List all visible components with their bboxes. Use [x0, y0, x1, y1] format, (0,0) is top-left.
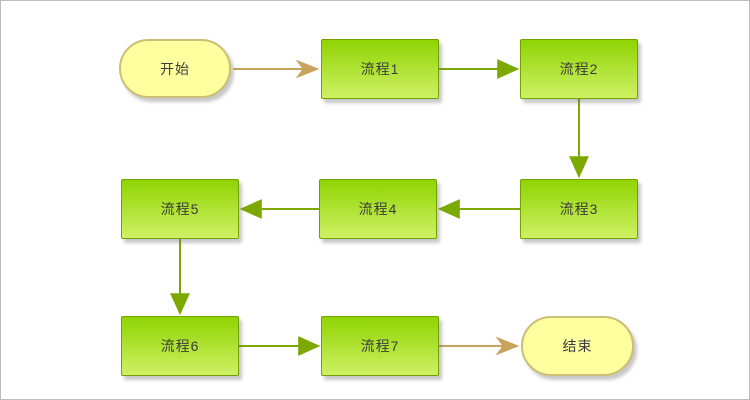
node-process-3: 流程3 [520, 179, 638, 239]
node-process-5: 流程5 [121, 179, 239, 239]
node-start: 开始 [119, 39, 231, 98]
node-process-4: 流程4 [319, 179, 437, 239]
node-process-1: 流程1 [321, 39, 439, 99]
node-process-2: 流程2 [520, 39, 638, 99]
node-end: 结束 [521, 316, 634, 376]
node-process-6: 流程6 [121, 316, 239, 376]
node-process-7: 流程7 [321, 316, 439, 376]
